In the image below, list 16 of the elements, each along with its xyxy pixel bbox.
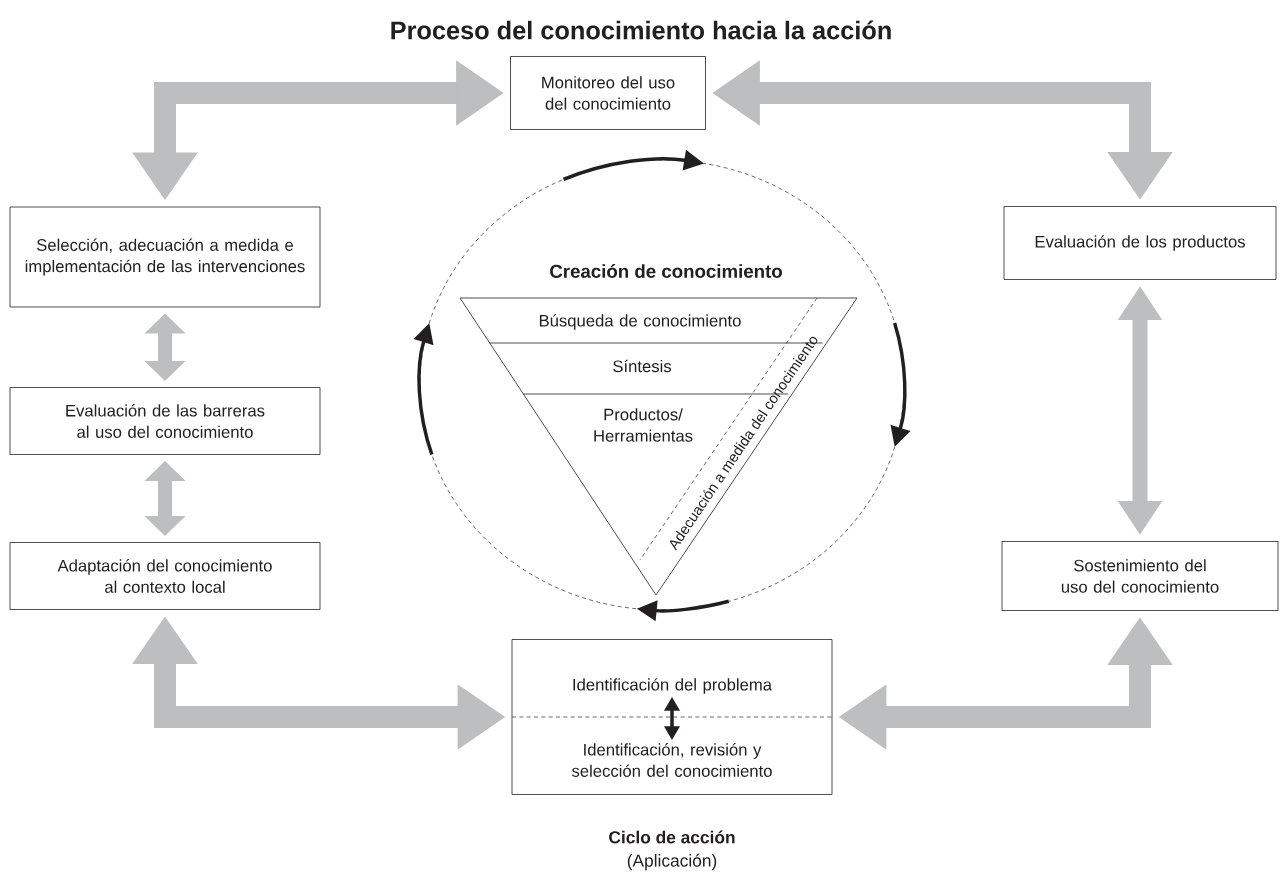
cycle-label: (Aplicación) — [627, 853, 717, 871]
process-box: Monitoreo del uso del conocimiento — [510, 56, 706, 130]
band-text: Síntesis — [613, 359, 672, 373]
band-text: Productos/ Herramientas — [594, 408, 693, 442]
triangle-heading: Creación de conocimiento — [550, 264, 782, 278]
step-text: Identificación del problema — [573, 678, 772, 694]
process-box — [511, 639, 833, 795]
title: Proceso del conocimiento hacia la acción — [391, 20, 891, 40]
process-box: Selección, adecuación a medida e implementación de las intervenciones — [9, 206, 321, 308]
process-box: Sostenimiento del uso del conocimiento — [1001, 541, 1279, 611]
process-box: Adaptación del conocimiento al contexto local — [9, 542, 321, 610]
band-text: Búsqueda de conocimiento — [539, 314, 741, 330]
process-box: Evaluación de las barreras al uso del conocimiento — [9, 387, 321, 455]
step-text: Identificación, revisión y selección del conocimiento — [571, 743, 772, 777]
cycle-label: Ciclo de acción — [609, 830, 735, 844]
process-box: Evaluación de los productos — [1003, 206, 1277, 280]
